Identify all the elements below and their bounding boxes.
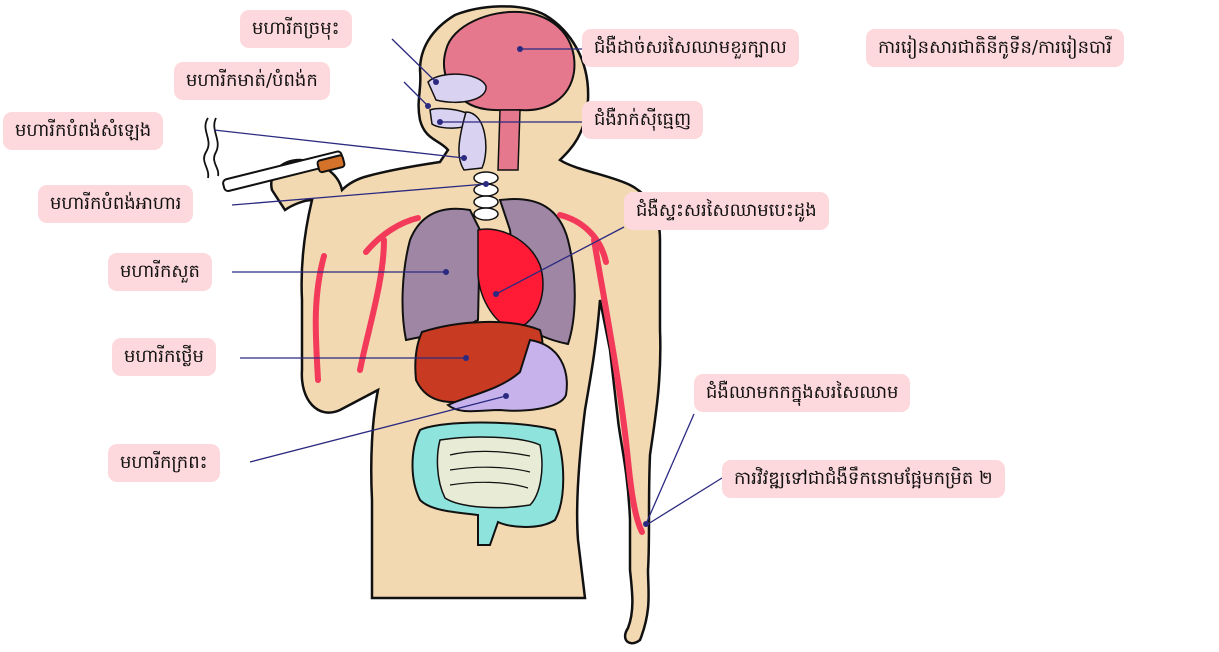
label-larynx-cancer: មហារីកបំពង់សំឡេង	[3, 112, 163, 150]
label-nose-cancer: មហារីកច្រមុះ	[240, 10, 352, 48]
label-heart-disease: ជំងឺស្ទះសរសៃឈាមបេះដូង	[624, 192, 829, 230]
label-lung-cancer: មហារីកសួត	[108, 253, 212, 291]
spinal-cord	[498, 110, 520, 170]
label-gum-disease: ជំងឺរាក់ស៊ីធ្មេញ	[582, 101, 703, 139]
label-esophagus-cancer: មហារីកបំពង់អាហារ	[38, 185, 193, 223]
nasal-cavity	[428, 74, 486, 102]
smoke-icon	[204, 118, 218, 178]
label-stroke: ជំងឺដាច់សរសៃឈាមខួរក្បាល	[582, 29, 799, 67]
label-nicotine-learning: ការរៀនសារជាតិនីកូទីន/ការរៀនបារី	[866, 29, 1124, 67]
small-intestine	[437, 437, 542, 508]
label-stomach-cancer: មហារីកក្រពះ	[108, 444, 220, 482]
label-diabetes: ការវិវឌ្ឍទៅជាជំងឺទឹកនោមផ្អែមកម្រិត ២	[722, 460, 1005, 498]
label-vascular-disease: ជំងឺឈាមកកក្នុងសរសៃឈាម	[694, 374, 910, 412]
label-mouth-throat-cancer: មហារីកមាត់/បំពង់ក	[174, 62, 330, 100]
label-liver-cancer: មហារីកថ្លើម	[112, 338, 216, 376]
